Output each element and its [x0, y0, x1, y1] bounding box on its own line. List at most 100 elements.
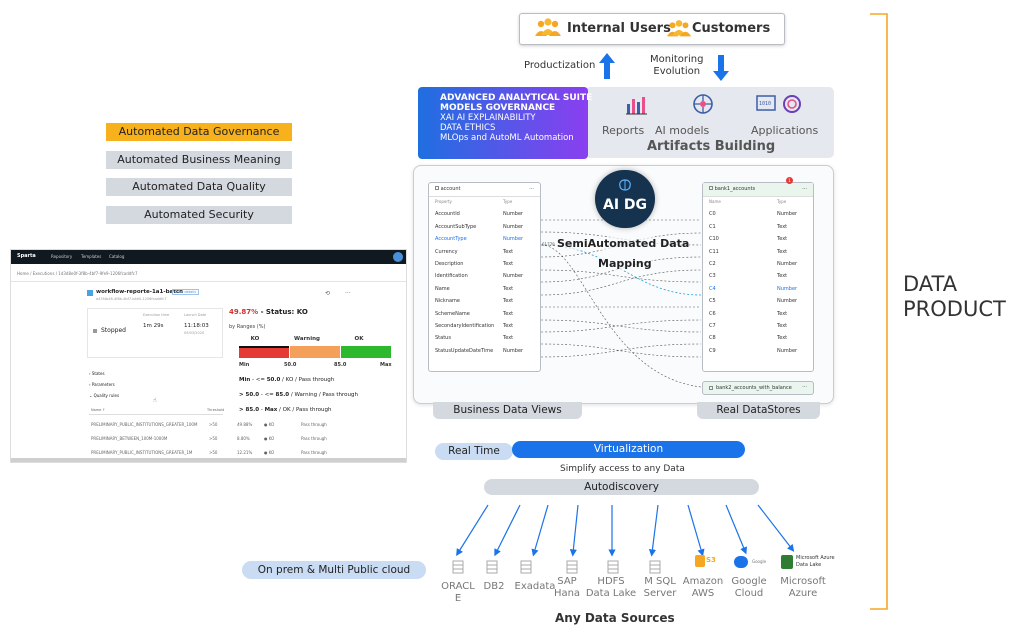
section-states[interactable]: › States: [89, 371, 105, 376]
row-name: C1: [709, 223, 716, 230]
table-more-icon[interactable]: ···: [802, 384, 807, 390]
reports-icon: [626, 97, 647, 115]
business-data-views-tab[interactable]: Business Data Views: [433, 402, 582, 419]
section-quality-rules[interactable]: ⌄ Quality rules: [89, 393, 120, 398]
on-prem-cloud-pill[interactable]: On prem & Multi Public cloud: [242, 561, 426, 579]
screenshot-refresh-icon[interactable]: ⟲: [325, 290, 331, 297]
screenshot-nav-repository[interactable]: Repository: [51, 254, 73, 259]
real-datastores-tab[interactable]: Real DataStores: [697, 402, 820, 419]
row-type: Text: [777, 310, 788, 317]
google-cloud-icon: Google: [734, 555, 768, 571]
exec-time-label: Execution time: [143, 313, 170, 317]
table-row[interactable]: C6 Text: [703, 309, 813, 321]
quality-table-row[interactable]: PRELIMINARY_PUBLIC_INSTITUTIONS_GREATER_…: [89, 422, 349, 430]
bank2-table[interactable]: bank2_accounts_with_balance ···: [702, 381, 814, 395]
col-name[interactable]: Name ↑: [91, 408, 106, 412]
screenshot-view-details[interactable]: View details: [172, 289, 200, 295]
screenshot-avatar[interactable]: [393, 252, 403, 262]
row-type: Text: [777, 273, 788, 280]
mapping-title-line-1: SemiAutomated Data: [557, 237, 690, 250]
azure-label-2: Data Lake: [796, 562, 822, 568]
row-type: Text: [503, 335, 514, 342]
stop-icon: [93, 329, 97, 333]
screenshot-more-icon[interactable]: ···: [345, 290, 351, 297]
table-row[interactable]: Status Text: [429, 333, 540, 345]
data-product-line-1: DATA: [903, 272, 958, 296]
quality-table-header: Name ↑ Threshold: [89, 407, 224, 415]
source-label-mssql: M SQL Server: [643, 576, 677, 599]
screenshot-breadcrumb: Home / Executions / 1d3d8e0f-3f8b-4bf7-9…: [17, 271, 138, 276]
bank2-title: bank2_accounts_with_balance: [716, 385, 792, 391]
quality-table-row[interactable]: PRELIMINARY_PUBLIC_INSTITUTIONS_GREATER_…: [89, 450, 349, 458]
any-data-sources-title: Any Data Sources: [555, 611, 675, 625]
row-type: Text: [777, 322, 788, 329]
virtualization-pill[interactable]: Virtualization: [512, 441, 745, 458]
rule-2-d: / Warning / Pass through: [289, 392, 358, 398]
row-pct: 8.80%: [237, 436, 250, 441]
pill-automated-data-governance[interactable]: Automated Data Governance: [106, 123, 292, 141]
source-label-sap-hana: SAP Hana: [553, 576, 581, 599]
artifacts-title: Artifacts Building: [647, 139, 776, 154]
screenshot-nav-templates[interactable]: Templates: [81, 254, 102, 259]
screenshot-nav-catalog[interactable]: Catalog: [109, 254, 125, 259]
row-name: PRELIMINARY_PUBLIC_INSTITUTIONS_GREATER_…: [91, 450, 193, 455]
autodiscovery-pill[interactable]: Autodiscovery: [484, 479, 759, 495]
rule-1-b: - <=: [250, 377, 267, 383]
bank-table-header: bank1_accounts ···: [703, 183, 813, 197]
row-name: Status: [435, 335, 451, 342]
table-more-icon[interactable]: ···: [529, 186, 534, 192]
row-type: Text: [503, 285, 514, 292]
row-name: SchemeName: [435, 310, 470, 317]
pill-automated-security[interactable]: Automated Security: [106, 206, 292, 224]
launch-label: Launch Date: [184, 313, 207, 317]
table-icon: [435, 186, 439, 190]
range-head-warning: Warning: [294, 336, 320, 342]
pill-automated-data-quality[interactable]: Automated Data Quality: [106, 178, 292, 196]
row-pct: 49.88%: [237, 422, 253, 427]
row-type: Text: [503, 310, 514, 317]
bank-table-title: bank1_accounts: [714, 186, 756, 192]
row-threshold: >50: [209, 422, 218, 427]
quality-table-row[interactable]: PRELIMINARY_BETWEEN_100M-1000M >50 8.80%…: [89, 436, 349, 444]
users-box: Internal Users Customers: [519, 13, 785, 45]
source-label-exadata: Exadata: [514, 581, 556, 592]
quality-status: - Status: KO: [258, 308, 308, 316]
table-row[interactable]: SchemeName Text: [429, 309, 540, 321]
down-arrow-icon: [713, 55, 729, 81]
rule-line-1: Min - <= 50.0 / KO / Pass through: [239, 377, 334, 383]
quality-headline: 49.87% - Status: KO: [229, 308, 308, 316]
real-time-pill[interactable]: Real Time: [435, 443, 513, 460]
row-name: AccountType: [435, 236, 467, 243]
rule-line-2: > 50.0 - <= 85.0 / Warning / Pass throug…: [239, 392, 358, 398]
screenshot-status: Stopped: [101, 327, 126, 334]
table-more-icon[interactable]: ···: [802, 186, 807, 192]
pill-automated-business-meaning[interactable]: Automated Business Meaning: [106, 151, 292, 169]
row-name: C6: [709, 310, 716, 317]
section-parameters[interactable]: › Parameters: [89, 382, 115, 387]
source-arrows: [456, 504, 795, 557]
screenshot-divider: [11, 281, 406, 282]
